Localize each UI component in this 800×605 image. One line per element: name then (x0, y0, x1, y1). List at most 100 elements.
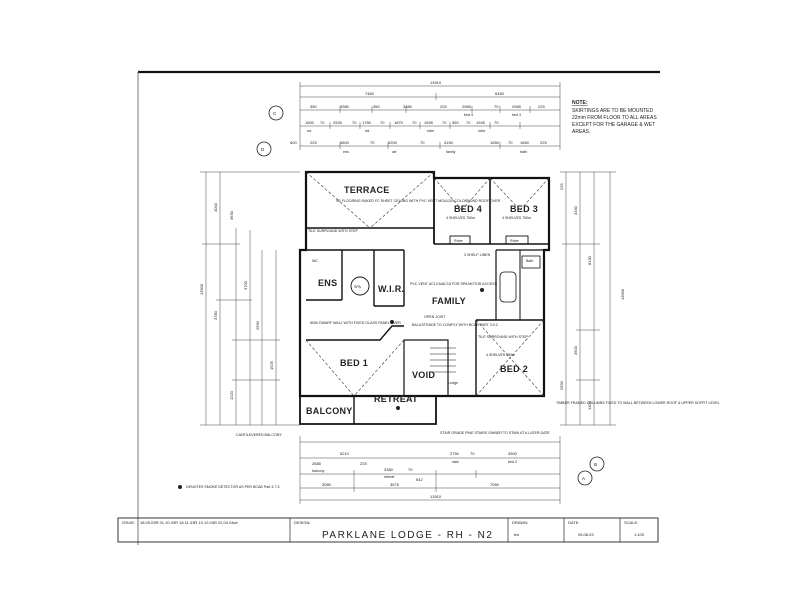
dim-bottom-overall: 13910 (430, 494, 442, 499)
dim-label: stair (452, 460, 460, 464)
dim-label: ens (343, 150, 349, 154)
note-dwarf-wall: 800h DWARF WALL WITH FIXED GLASS PANEL O… (310, 321, 401, 325)
design-name: PARKLANE LODGE - RH - N2 (322, 530, 493, 541)
left-dimensions (200, 171, 300, 426)
dim-value: 225 (540, 140, 547, 145)
dim-value: 3630 (229, 210, 234, 220)
dim-label: bed 2 (508, 460, 517, 464)
label-linen: 3 SHELF LINEN (464, 253, 491, 257)
marker-label: D (261, 147, 265, 152)
date-value: 05.08.03 (578, 532, 594, 537)
dim-value: 70 (508, 140, 513, 145)
dim-value: 70 (412, 120, 417, 125)
note-tile-step-bed2: TILE SURROUND WITH STEP (478, 335, 529, 339)
dim-value: 70 (442, 120, 447, 125)
dim-label: bed 3 (512, 113, 521, 117)
smoke-detector-legend: DENOTES SMOKE DETECTOR AS PER BCAB Part … (186, 485, 280, 489)
notes-body: SKIRTINGS ARE TO BE MOUNTED 22mm FROM FL… (572, 108, 657, 135)
scale-label: SCALE: (624, 520, 638, 525)
grid-marker-c: C (268, 105, 284, 121)
room-family: FAMILY (432, 296, 466, 306)
notes-heading: NOTE: (572, 100, 588, 106)
dim-label: wc (307, 129, 312, 133)
grid-marker-d: D (256, 141, 272, 157)
dim-value: 2590 (559, 380, 564, 390)
dim-label: bath (520, 150, 527, 154)
dim-value: 3600 (340, 140, 350, 145)
note-terrace-floor: SE FLOORING RAKED FC SHEET CEILING WITH … (336, 199, 501, 203)
design-label: DESIGN: (294, 520, 310, 525)
dim-top-row4: 600 225 3600 70 3200 70 4150 1650 70 165… (290, 140, 547, 154)
marker-label: B (594, 462, 597, 467)
dim-value: 350 (310, 104, 317, 109)
dim-value: 1220 (229, 390, 234, 400)
dim-value: 3675 (390, 482, 400, 487)
dim-value: 225 (559, 183, 564, 190)
note-tile-surround: TILE SURROUND WITH STEP (308, 229, 359, 233)
dim-value: 3500 (573, 345, 578, 355)
label-wc: WC (312, 259, 318, 263)
top-dimensions (299, 82, 561, 150)
date-label: DATE: (568, 520, 579, 525)
dim-value: 350 (373, 104, 380, 109)
note-balustrade: BALUSTRADE TO COMPLY WITH BCAB PART 3.9.… (412, 323, 498, 327)
dim-label: wir (365, 129, 370, 133)
dim-label: wir (392, 150, 397, 154)
dim-value: 225 (310, 140, 317, 145)
dim-value: 3380 (340, 104, 350, 109)
dim-value: 2750 (450, 451, 460, 456)
dim-value: 70 (352, 120, 357, 125)
dim-value: 4000 (213, 202, 218, 212)
room-bed3: BED 3 (510, 204, 538, 214)
dim-value: 8130 (587, 255, 592, 265)
issue-dates: 18.09.03R 01.10.03R 18.11.03R 19.12.03R … (140, 520, 238, 525)
dim-value: 2590 (255, 320, 260, 330)
dim-value: 70 (494, 104, 499, 109)
room-ens: ENS (318, 278, 337, 288)
dim-value: 70 (470, 451, 475, 456)
dim-bottom-row1: 3080 3675 7050 (322, 482, 500, 487)
dim-value: 70 (380, 120, 385, 125)
note-open-joist: OPEN JOIST (424, 315, 446, 319)
dim-value: 2965 (512, 104, 522, 109)
dim-value: 3500 (508, 451, 518, 456)
title-block: ISSUE: 18.09.03R 01.10.03R 18.11.03R 19.… (117, 517, 659, 543)
dim-value: 350 (452, 120, 459, 125)
smoke-detector-icon (390, 320, 394, 324)
note-cantilevered: CANTILEVERED BALCONY (236, 433, 282, 437)
label-bath: Bath (526, 259, 533, 263)
dim-label: robe (427, 129, 434, 133)
note-pvc-vent: PVC VENT AC13-MAC18 FOR SPA MOTOR ACCESS (410, 282, 498, 286)
dim-top-left: 7460 (365, 91, 375, 96)
drawn-value: bw (514, 532, 519, 537)
grid-marker-b: B (589, 456, 605, 472)
dim-value: 70 (420, 140, 425, 145)
dim-value: 70 (370, 140, 375, 145)
dim-right-row: 225 3330 8130 3500 1300 2590 (559, 183, 592, 410)
dim-value: 1750 (362, 120, 372, 125)
marker-label: A (582, 476, 585, 481)
label-robe-bed3: Robe (510, 239, 519, 243)
smoke-detector-icon (480, 288, 484, 292)
smoke-detector-legend-icon (178, 485, 182, 489)
room-bed1: BED 1 (340, 358, 368, 368)
dim-value: 7050 (490, 482, 500, 487)
dim-value: 225 (538, 104, 545, 109)
dim-value: 225 (360, 461, 367, 466)
dim-value: 70 (466, 120, 471, 125)
dim-left-overall: 13900 (199, 283, 204, 295)
dim-value: 3700 (243, 280, 248, 290)
issue-label: ISSUE: (122, 520, 135, 525)
dim-top-row3: 1500 70 2530 70 1750 70 1870 70 1945 70 … (305, 120, 499, 133)
room-balcony: BALCONY (306, 406, 353, 416)
dim-value: 600 (290, 140, 297, 145)
note-shelves-bed4: 4 SHELVES 750w (446, 216, 475, 220)
dim-value: 1945 (424, 120, 434, 125)
dim-value: 1650 (490, 140, 500, 145)
dim-value: 3330 (573, 205, 578, 215)
bottom-dimensions (299, 436, 561, 504)
note-timber-columns: TIMBER FRAMED COLUMNS FIXED TO WALL BETW… (556, 401, 720, 405)
dim-value: 1650 (520, 140, 530, 145)
dim-value: 70 (408, 467, 413, 472)
